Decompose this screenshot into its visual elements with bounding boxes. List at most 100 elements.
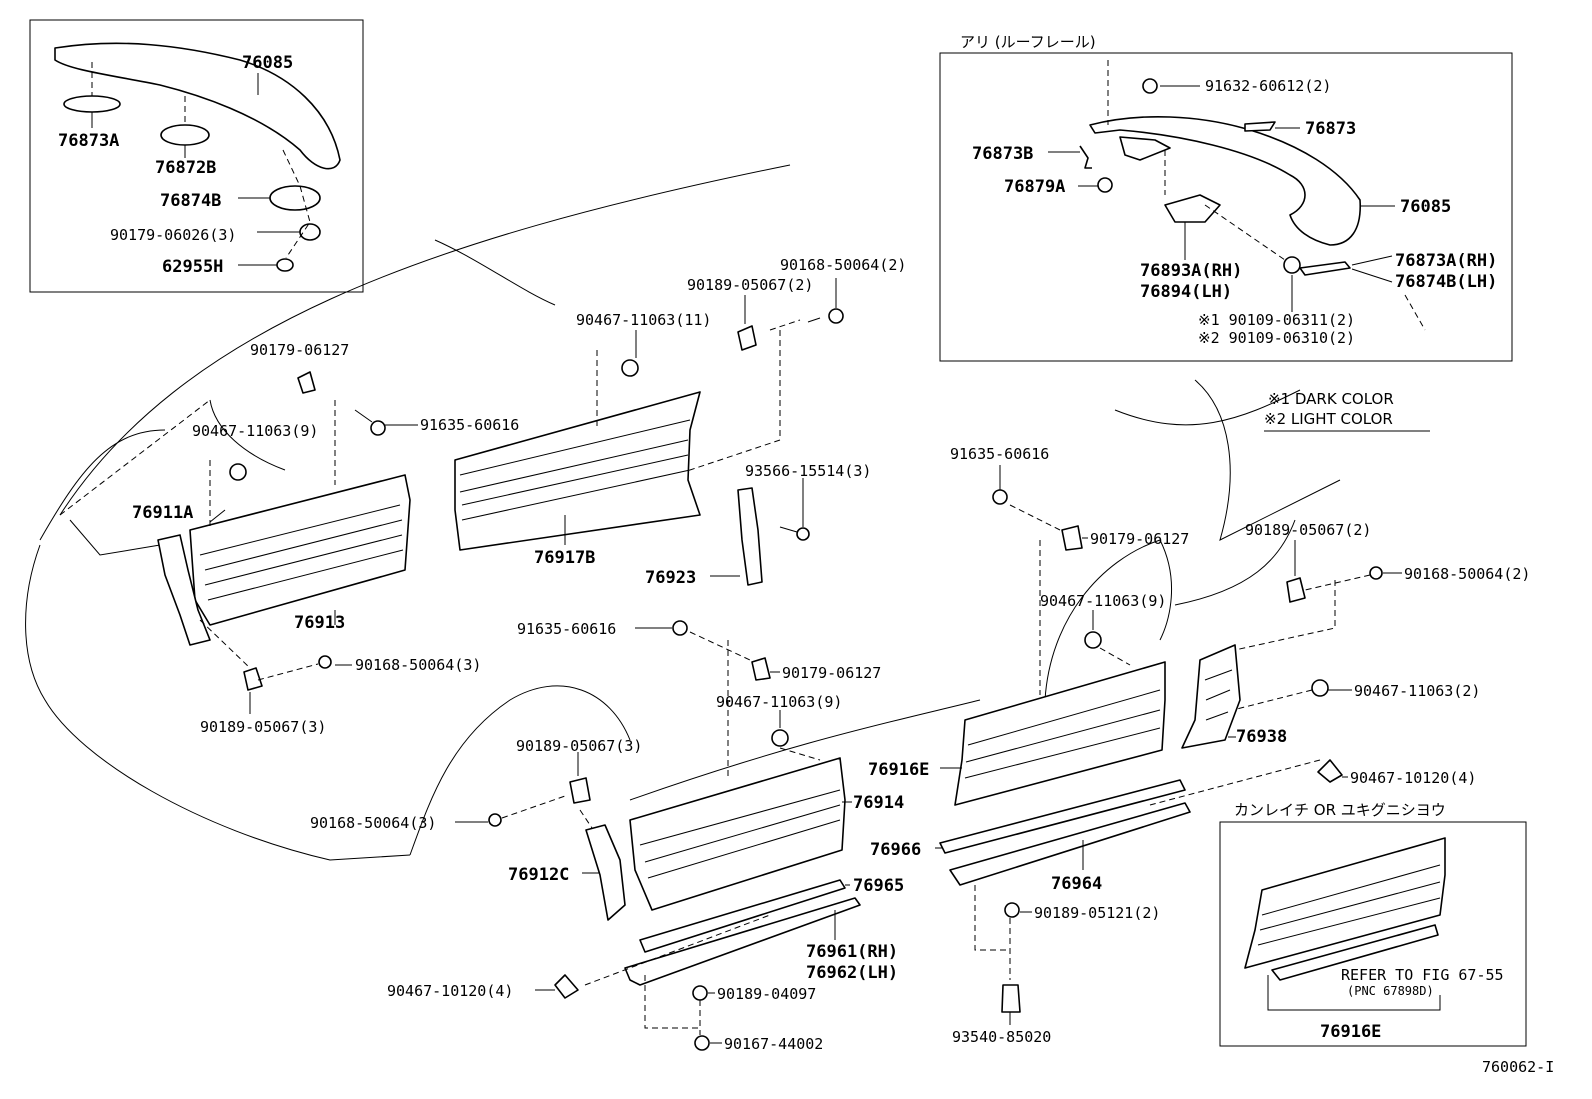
moulding-alt-strip-shape — [1271, 924, 1439, 981]
moulding-76966-shape — [939, 779, 1186, 854]
label-90168-50064-3-a: 90168-50064(3) — [355, 656, 481, 674]
label-90467-11063-9-a: 90467-11063(9) — [192, 422, 318, 440]
moulding-76916E-alt-shape — [1244, 837, 1446, 969]
label-90167-44002: 90167-44002 — [724, 1035, 823, 1053]
moulding-76914-shape — [629, 757, 846, 911]
screw-90168-2-r-shape — [1369, 566, 1383, 580]
nut-90189-a-shape — [243, 667, 263, 691]
label-62955H-topleft: 62955H — [162, 257, 223, 277]
screw-91635-a-shape — [370, 420, 386, 436]
bracket-76893A-shape — [1164, 194, 1221, 223]
pad-76873A-shape — [63, 95, 121, 113]
lower-mid-fasteners — [455, 620, 821, 841]
clip-90467-11-shape — [621, 359, 639, 377]
label-91635-60616-a: 91635-60616 — [420, 416, 519, 434]
label-91632-60612: 91632-60612(2) — [1205, 77, 1331, 95]
bracket-76873B-shape — [1079, 145, 1092, 169]
clip-90189-04097-shape — [692, 985, 708, 1001]
screw-90109-shape — [1283, 256, 1301, 274]
roof-rail-inset-box — [939, 52, 1513, 362]
bracket-top-shape — [1119, 136, 1171, 161]
label-76916E-alt: 76916E — [1320, 1022, 1381, 1042]
label-76961-rh: 76961(RH) — [806, 942, 898, 962]
label-90189-05121: 90189-05121(2) — [1034, 904, 1160, 922]
rocker-moulding-r-group — [935, 779, 1191, 1025]
label-90467-11063-9-b: 90467-11063(9) — [716, 693, 842, 711]
pad-76873-shape — [1244, 121, 1276, 132]
label-90179-06127-r: 90179-06127 — [1090, 530, 1189, 548]
label-76874B-lh-rr: 76874B(LH) — [1395, 272, 1497, 292]
label-76873B-rr: 76873B — [972, 144, 1033, 164]
moulding-76964-shape — [949, 802, 1191, 886]
label-90467-11063-11: 90467-11063(11) — [576, 311, 711, 329]
label-76913: 76913 — [294, 613, 345, 633]
label-90109-06310: ※2 90109-06310(2) — [1198, 329, 1355, 347]
car-body-outline — [25, 164, 1341, 861]
label-90168-50064-3-b: 90168-50064(3) — [310, 814, 436, 832]
clip-90189-05121-shape — [1004, 902, 1020, 918]
clip-90179-b-shape — [751, 657, 771, 681]
label-90179-06127-b: 90179-06127 — [782, 664, 881, 682]
label-91635-60616-b: 91635-60616 — [517, 620, 616, 638]
clip-90467-10120-a-shape — [554, 974, 579, 999]
label-76914: 76914 — [853, 793, 904, 813]
label-76085-rr: 76085 — [1400, 197, 1451, 217]
screw-90168-3-b-shape — [488, 813, 502, 827]
refer-pnc-text: (PNC 67898D) — [1347, 984, 1434, 998]
moulding-76912C-shape — [585, 824, 626, 921]
moulding-76913-group — [157, 371, 418, 714]
right-side-fasteners — [992, 465, 1402, 806]
label-90189-05067-2-m: 90189-05067(2) — [687, 276, 813, 294]
moulding-76916E-shape — [954, 661, 1166, 806]
label-90467-10120-4-a: 90467-10120(4) — [387, 982, 513, 1000]
label-76872B-topleft: 76872B — [155, 158, 216, 178]
roof-rail-box-title: アリ (ルーフレール) — [960, 33, 1096, 51]
label-76964: 76964 — [1051, 874, 1102, 894]
label-76965: 76965 — [853, 876, 904, 896]
label-90179-06127-a: 90179-06127 — [250, 341, 349, 359]
moulding-76916E-group — [940, 644, 1241, 806]
label-76879A-rr: 76879A — [1004, 177, 1065, 197]
label-76912C: 76912C — [508, 865, 569, 885]
clip-90467-9-r-shape — [1084, 631, 1102, 649]
label-76938: 76938 — [1236, 727, 1287, 747]
label-76917B: 76917B — [534, 548, 595, 568]
screw-90168-a-shape — [318, 655, 332, 669]
moulding-76917B-group — [454, 278, 844, 551]
clip-90467-2-r-shape — [1311, 679, 1329, 697]
clip-90179-a-shape — [297, 371, 316, 394]
screw-90167-44002-shape — [694, 1035, 710, 1051]
part-76923-shape — [737, 487, 763, 586]
part-76923-group — [710, 478, 810, 586]
label-93566-15514: 93566-15514(3) — [745, 462, 871, 480]
label-76874B-topleft: 76874B — [160, 191, 221, 211]
label-76873A-topleft: 76873A — [58, 131, 119, 151]
color-legend: ※1 DARK COLOR ※2 LIGHT COLOR — [1264, 390, 1430, 432]
label-76962-lh: 76962(LH) — [806, 963, 898, 983]
label-76911A: 76911A — [132, 503, 193, 523]
label-76894-rr: 76894(LH) — [1140, 282, 1232, 302]
screw-91635-b-shape — [672, 620, 688, 636]
label-76873A-rh-rr: 76873A(RH) — [1395, 251, 1497, 271]
legend-dark-color: ※1 DARK COLOR — [1268, 390, 1394, 408]
label-76893A-rr: 76893A(RH) — [1140, 261, 1242, 281]
part-76938-shape — [1181, 644, 1241, 749]
refer-fig-text: REFER TO FIG 67-55 — [1341, 966, 1504, 984]
label-90189-05067-2-r: 90189-05067(2) — [1245, 521, 1371, 539]
label-90189-05067-3-a: 90189-05067(3) — [200, 718, 326, 736]
label-90467-10120-4-r: 90467-10120(4) — [1350, 769, 1476, 787]
moulding-76917B-shape — [454, 391, 701, 551]
rocker-moulding-group — [535, 879, 861, 1051]
roof-rail-76085-shape — [1089, 116, 1361, 246]
label-90109-06311: ※1 90109-06311(2) — [1198, 311, 1355, 329]
label-90467-11063-2-r: 90467-11063(2) — [1354, 682, 1480, 700]
alt-box-title: カンレイチ OR ユキグニシヨウ — [1234, 801, 1446, 819]
clip-90467-a-shape — [229, 463, 247, 481]
label-76873-rr: 76873 — [1305, 119, 1356, 139]
label-76085-topleft: 76085 — [242, 53, 293, 73]
screw-93566-shape — [796, 527, 810, 541]
pad-76872B-shape — [160, 124, 210, 146]
figure-code: 760062-I — [1482, 1058, 1554, 1076]
clip-93540-shape — [1001, 984, 1021, 1013]
